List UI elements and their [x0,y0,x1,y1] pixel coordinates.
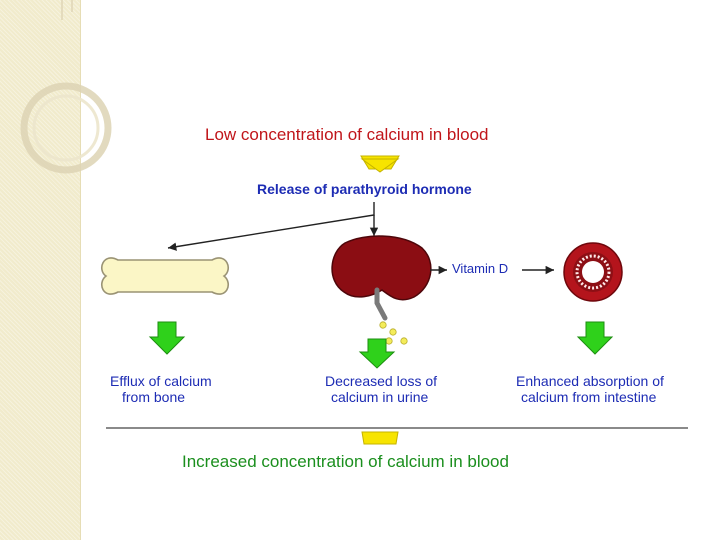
bone-icon [101,257,229,295]
green-down-arrows [148,321,614,369]
outcome-bone-line1: Efflux of calcium [110,373,212,389]
decorative-side-strip [0,0,81,540]
outcome-intestine-line2: calcium from intestine [521,389,657,406]
vitamin-d-label: Vitamin D [452,261,509,276]
parathyroid-release-label: Release of parathyroid hormone [257,181,472,197]
kidney-icon [331,235,432,321]
increased-calcium-title: Increased concentration of calcium in bl… [182,452,509,471]
outcome-intestine-line1: Enhanced absorption of [516,373,664,389]
outcome-kidney-line1: Decreased loss of [325,373,438,389]
low-calcium-title: Low concentration of calcium in blood [205,125,489,144]
urine-droplets [379,321,408,345]
outcome-intestine: Enhanced absorption of calcium from inte… [516,373,664,405]
intestine-cross-section-icon [563,242,623,302]
outcome-bone: Efflux of calcium from bone [110,373,212,405]
green-arrow-kidney [358,338,396,369]
decorative-ring [20,0,112,174]
yellow-arrow-head-top [360,158,400,173]
green-arrow-bone [148,321,186,355]
yellow-down-arrow-bottom [361,431,399,445]
outcome-bone-line2: from bone [122,389,186,406]
green-arrow-intestine [576,321,614,355]
hormone-connector-lines [167,202,379,251]
outcome-kidney-line2: calcium in urine [331,389,429,406]
outcome-kidney: Decreased loss of calcium in urine [325,373,437,405]
